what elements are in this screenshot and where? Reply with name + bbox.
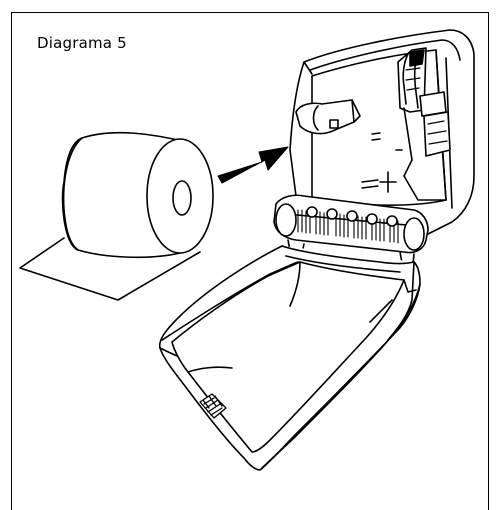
diagram-title: Diagrama 5	[37, 34, 127, 52]
insert-arrow	[217, 146, 289, 184]
diagram-frame	[11, 12, 489, 510]
dispenser-housing	[289, 29, 475, 239]
logo-icon	[199, 393, 227, 419]
front-cover	[158, 245, 421, 471]
roller-assembly	[273, 194, 429, 275]
paper-roll	[19, 131, 214, 301]
